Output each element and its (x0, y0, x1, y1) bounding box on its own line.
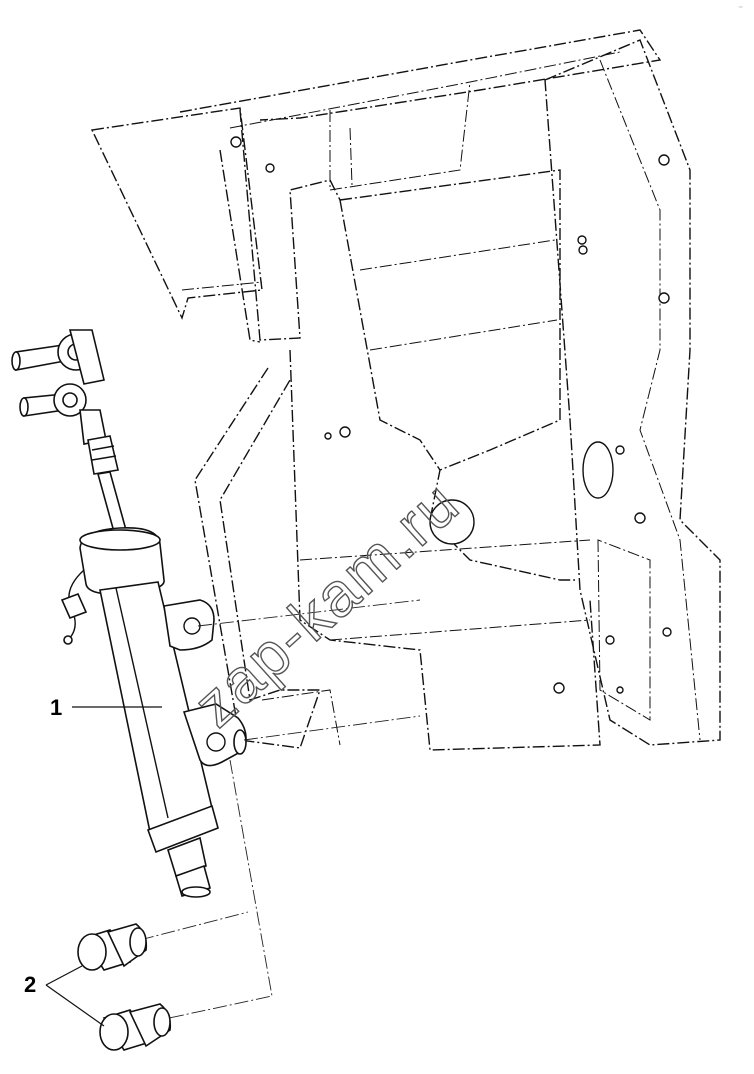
corner-mark: ⁻ (738, 4, 743, 15)
watermark-text: zap-kam.ru (181, 468, 472, 740)
part-2-bolt-upper (77, 923, 148, 971)
part-2-bolt-lower (99, 1003, 172, 1051)
leader-line-2b (45, 984, 105, 1027)
frame-bracket-assembly (90, 29, 721, 751)
callout-label-2: 2 (24, 972, 36, 997)
part-1-cylinder (11, 329, 247, 898)
assembly-axis-lines (139, 599, 421, 1021)
leader-line-2a (45, 965, 83, 986)
callout-label-1: 1 (50, 695, 62, 720)
